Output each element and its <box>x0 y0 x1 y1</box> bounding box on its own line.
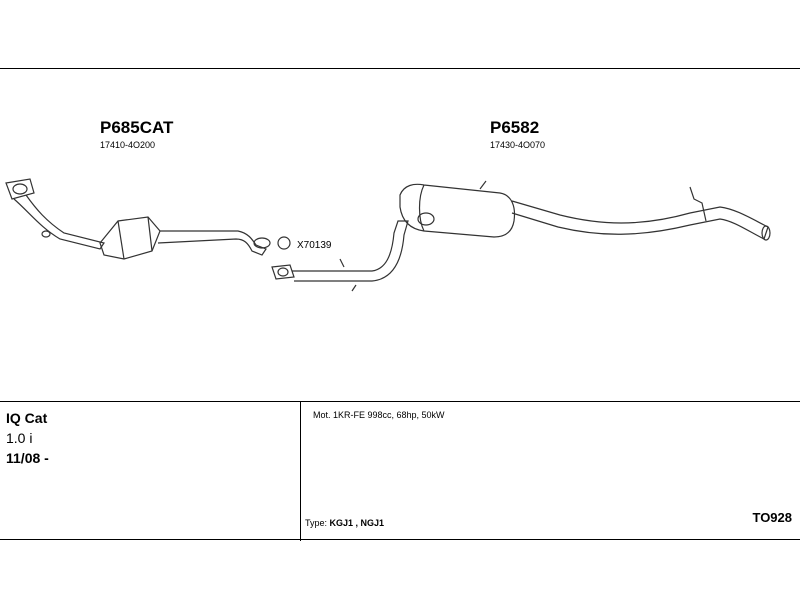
reference-code: TO928 <box>752 510 792 525</box>
vehicle-model: IQ Cat <box>6 410 48 426</box>
front-oem-number: 17410-4O200 <box>100 140 155 150</box>
rear-oem-number: 17430-4O070 <box>490 140 545 150</box>
diagram-sheet: P685CAT 17410-4O200 P6582 17430-4O070 X7… <box>0 68 800 541</box>
rear-part-code: P6582 <box>490 118 539 137</box>
cat-outlet-pipe <box>157 230 267 256</box>
front-downpipe <box>13 194 105 250</box>
type-label: Type: <box>305 518 328 528</box>
front-part-code: P685CAT <box>100 118 174 137</box>
exhaust-drawing: P685CAT 17410-4O200 P6582 17430-4O070 X7… <box>5 118 771 292</box>
clamp-ring <box>277 236 291 250</box>
intermediate-flange <box>271 264 295 280</box>
intermediate-pipe <box>292 220 409 282</box>
panel-divider <box>300 402 301 541</box>
tail-pipe <box>511 200 769 240</box>
rear-silencer <box>399 183 516 238</box>
engine-description: Mot. 1KR-FE 998cc, 68hp, 50kW <box>313 410 445 420</box>
manifold-flange <box>5 178 35 200</box>
clamp-code: X70139 <box>297 240 332 251</box>
engine-size: 1.0 i <box>6 430 33 446</box>
type-codes: KGJ1 , NGJ1 <box>329 518 385 528</box>
model-years: 11/08 - <box>6 450 49 466</box>
catalytic-converter <box>99 216 161 260</box>
info-panel: IQ Cat 1.0 i 11/08 - Mot. 1KR-FE 998cc, … <box>0 401 800 541</box>
type-line: Type: KGJ1 , NGJ1 <box>305 518 384 528</box>
vehicle-info: IQ Cat 1.0 i 11/08 - <box>6 408 49 468</box>
